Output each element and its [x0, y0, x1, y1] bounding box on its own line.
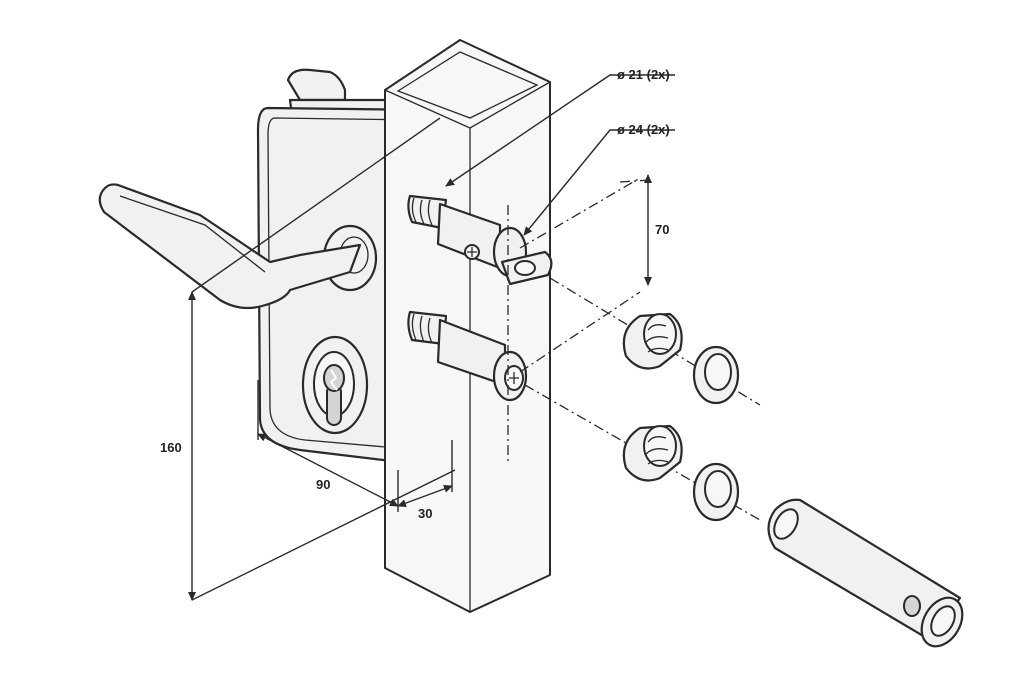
square-post [384, 39, 551, 613]
upper-spindle [407, 194, 553, 286]
dim-label-70: 70 [655, 222, 669, 237]
lower-spindle [407, 310, 528, 402]
mounting-tool [767, 498, 964, 648]
leader-24: ø 24 (2x) [523, 122, 675, 236]
cylinder [301, 335, 369, 435]
upper-ring [692, 345, 740, 405]
lower-nut [622, 424, 683, 482]
leader-21: ø 21 (2x) [445, 67, 675, 187]
dim-label-30: 30 [418, 506, 432, 521]
dim-label-90: 90 [316, 477, 330, 492]
hole-21-label: ø 21 (2x) [617, 67, 670, 82]
lower-ring [692, 462, 740, 522]
dimension-30: 30 [397, 440, 453, 521]
handle [98, 183, 378, 310]
upper-nut [622, 312, 683, 370]
dimension-70: 70 [644, 174, 669, 286]
dim-label-160: 160 [160, 440, 182, 455]
hole-24-label: ø 24 (2x) [617, 122, 670, 137]
